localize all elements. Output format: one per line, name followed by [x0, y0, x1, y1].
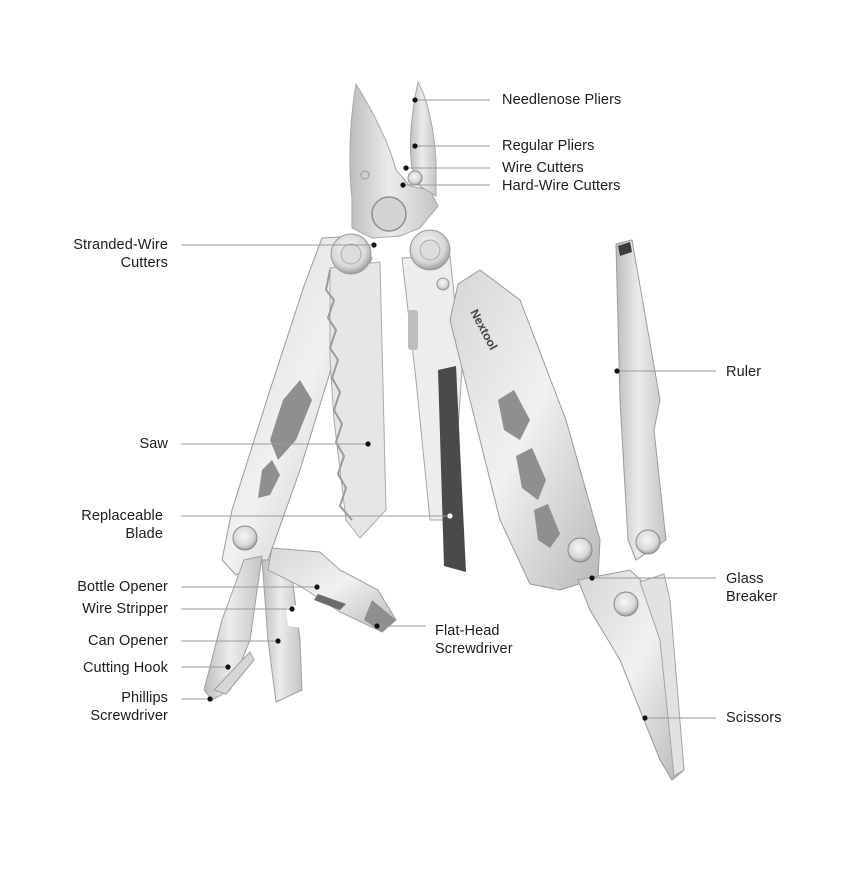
- label-wire-stripper: Wire Stripper: [82, 601, 168, 617]
- label-saw: Saw: [139, 436, 168, 452]
- bottom-tools-icon: [203, 547, 397, 703]
- leader-lines: [181, 97, 716, 721]
- label-regular-pliers: Regular Pliers: [502, 138, 595, 154]
- label-can-opener: Can Opener: [88, 633, 168, 649]
- label-glass-breaker: Glass Breaker: [726, 571, 778, 605]
- label-replaceable-blade: Replaceable Blade: [81, 508, 163, 542]
- label-stranded-wire-cutters: Stranded-Wire Cutters: [73, 237, 168, 271]
- label-scissors: Scissors: [726, 710, 782, 726]
- label-wire-cutters: Wire Cutters: [502, 160, 584, 176]
- label-phillips-screwdriver: Phillips Screwdriver: [90, 690, 168, 724]
- scissors-icon: [577, 569, 685, 781]
- label-hard-wire-cutters: Hard-Wire Cutters: [502, 178, 621, 194]
- ruler-icon: [615, 239, 667, 561]
- label-bottle-opener: Bottle Opener: [77, 579, 168, 595]
- right-handle-icon: Nextool: [449, 269, 601, 591]
- label-cutting-hook: Cutting Hook: [82, 660, 168, 676]
- pliers-head-icon: [349, 80, 439, 239]
- knife-blade-icon: [401, 229, 466, 572]
- saw-blade-icon: [324, 233, 387, 539]
- label-needlenose-pliers: Needlenose Pliers: [502, 92, 622, 108]
- label-flat-head-screwdriver: Flat-Head Screwdriver: [435, 623, 513, 657]
- label-ruler: Ruler: [726, 364, 762, 380]
